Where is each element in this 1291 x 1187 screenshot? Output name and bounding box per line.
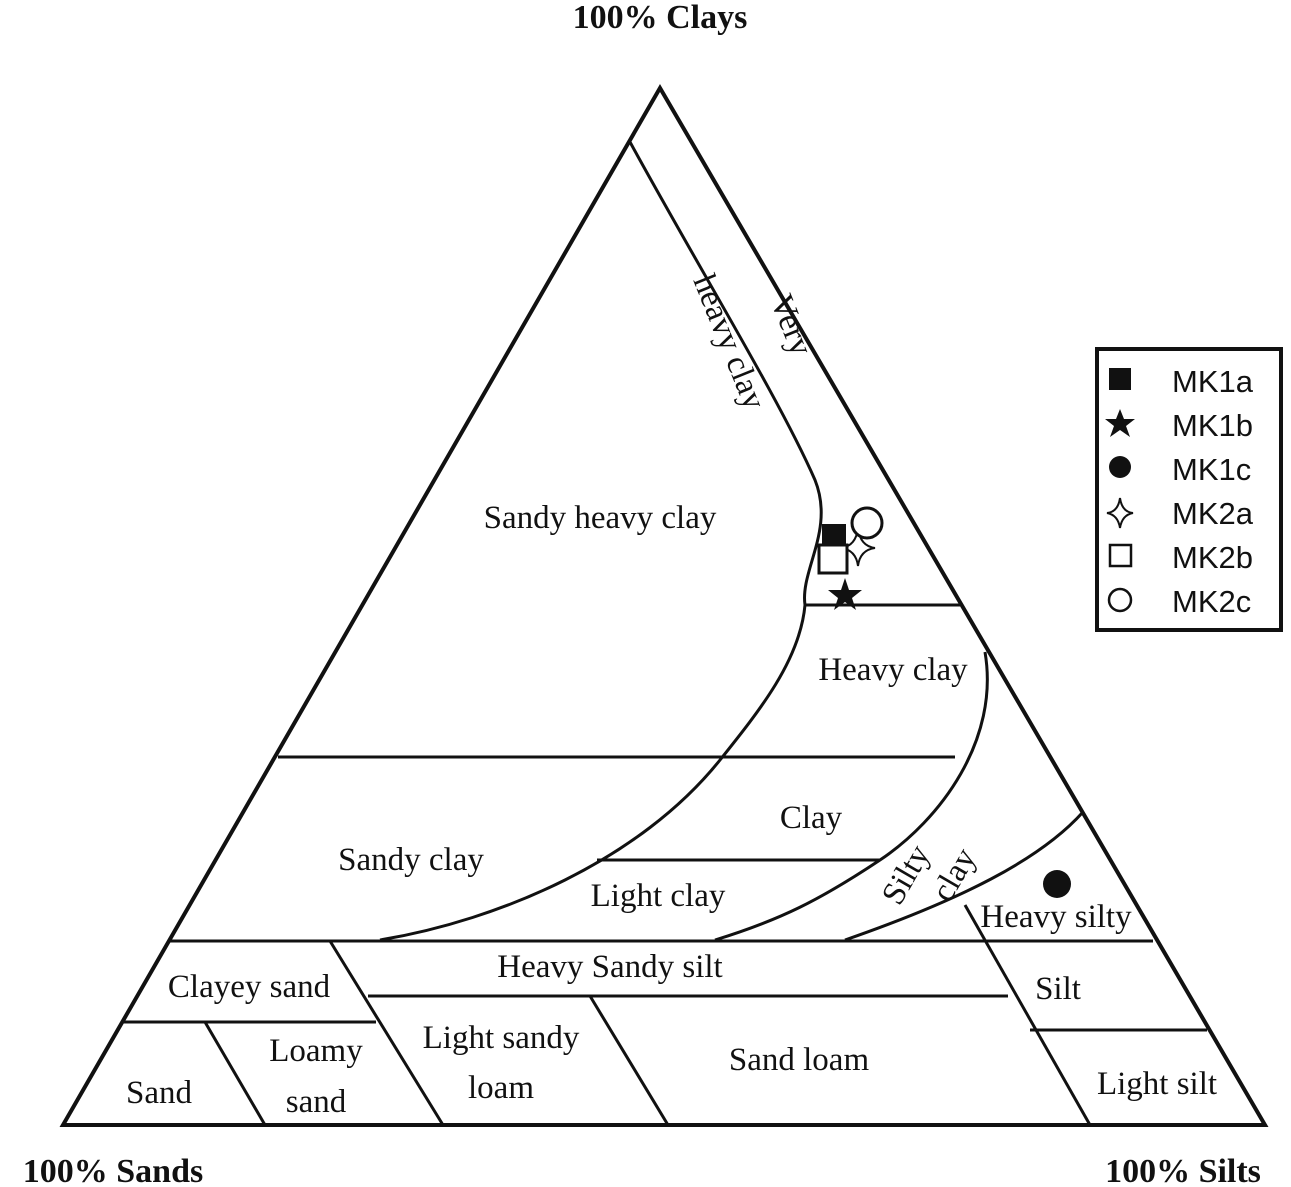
zone-light-clay: Light clay <box>591 878 726 914</box>
zone-light-sandy-loam-line1: Light sandy <box>423 1020 580 1056</box>
boundary-very-heavy-clay <box>628 141 823 606</box>
zone-sandy-clay: Sandy clay <box>338 842 484 878</box>
sample-mk1b-marker <box>828 578 862 610</box>
zone-heavy-silty: Heavy silty <box>980 899 1132 935</box>
open-square-icon <box>1108 543 1133 568</box>
legend-item-mk2c: MK2c <box>1107 584 1251 619</box>
legend-label-mk1b: MK1b <box>1172 408 1253 443</box>
legend-item-mk1b: MK1b <box>1105 408 1253 443</box>
corner-label-silts: 100% Silts <box>1105 1153 1261 1187</box>
filled-square-icon <box>1109 368 1131 390</box>
corner-label-clays: 100% Clays <box>573 0 748 36</box>
legend-box <box>1095 347 1283 632</box>
legend-item-mk1c: MK1c <box>1109 452 1251 487</box>
zone-clayey-sand: Clayey sand <box>168 969 331 1005</box>
four-point-star-icon <box>1106 497 1134 529</box>
boundary-sandy-clay <box>379 604 807 942</box>
legend-label-mk1a: MK1a <box>1172 364 1254 399</box>
zone-silty-clay-line2: clay <box>925 842 984 908</box>
legend-label-mk2c: MK2c <box>1172 584 1251 619</box>
sample-mk1c-marker <box>1043 870 1071 898</box>
open-circle-icon <box>1107 587 1133 613</box>
zone-loamy-sand-line2: sand <box>286 1084 347 1120</box>
zone-very-heavy-clay-line2: heavy clay <box>686 270 773 416</box>
triangle-frame <box>59 84 1269 1127</box>
boundary-sand-right <box>203 1021 267 1126</box>
zone-light-sandy-loam-line2: loam <box>468 1070 534 1106</box>
legend-label-mk2a: MK2a <box>1172 496 1254 531</box>
zone-silt: Silt <box>1035 971 1081 1007</box>
zone-heavy-clay: Heavy clay <box>818 652 968 688</box>
zone-loamy-sand-line1: Loamy <box>269 1033 363 1069</box>
legend-label-mk1c: MK1c <box>1172 452 1251 487</box>
legend-item-mk1a: MK1a <box>1109 364 1254 399</box>
boundary-clayey-sand-right <box>328 940 445 1126</box>
boundary-silty-clay-left <box>714 651 989 942</box>
zone-very-heavy-clay-line1: Very <box>763 290 820 362</box>
legend-item-mk2a: MK2a <box>1106 496 1254 531</box>
filled-circle-icon <box>1109 456 1131 478</box>
sample-mk2a-marker <box>840 527 876 567</box>
boundary-light-sandy-loam-right <box>588 995 670 1126</box>
sample-mk2b-marker <box>817 543 849 575</box>
zone-heavy-sandy-silt: Heavy Sandy silt <box>497 949 722 985</box>
zone-clay: Clay <box>780 800 843 836</box>
legend: MK1a MK1b MK1c MK2a MK2b MK2c <box>1095 347 1283 632</box>
legend-item-mk2b: MK2b <box>1108 540 1253 575</box>
boundary-silt-left <box>963 904 1092 1126</box>
sample-mk2c-marker <box>850 506 884 540</box>
zone-sand-loam: Sand loam <box>729 1042 870 1078</box>
legend-label-mk2b: MK2b <box>1172 540 1253 575</box>
zone-silty-clay-line1: Silty <box>875 839 938 911</box>
zone-sandy-heavy-clay: Sandy heavy clay <box>484 500 717 536</box>
filled-star-icon <box>1105 409 1135 437</box>
boundary-heavy-silty <box>844 810 1085 942</box>
zone-sand: Sand <box>126 1075 193 1111</box>
zone-light-silt: Light silt <box>1097 1066 1217 1102</box>
corner-label-sands: 100% Sands <box>23 1153 203 1187</box>
